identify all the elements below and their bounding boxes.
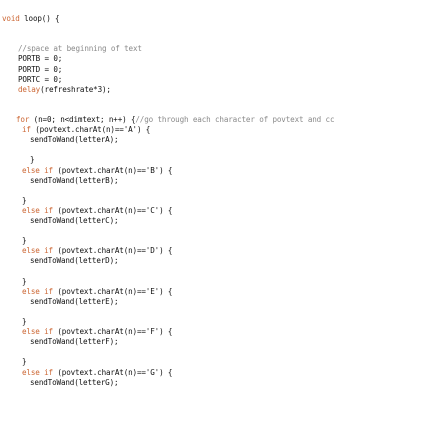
code-text: } xyxy=(22,317,27,326)
code-line: sendToWand(letterD); xyxy=(30,256,119,266)
code-text: } xyxy=(22,357,27,367)
code-line: else if (povtext.charAt(n)=='F') { xyxy=(22,327,172,336)
code-text: } xyxy=(22,236,27,246)
code-line: sendToWand(letterB); xyxy=(30,175,119,185)
code-text: sendToWand(letterG); xyxy=(30,377,119,387)
code-keyword: void xyxy=(2,14,20,23)
code-line: sendToWand(letterC); xyxy=(30,216,119,225)
code-text: sendToWand(letterC); xyxy=(30,216,119,225)
code-text: loop() { xyxy=(19,14,60,23)
code-comment: //go through each character of povtext a… xyxy=(135,115,335,124)
code-comment: //space at beginning of text xyxy=(18,44,142,54)
code-text: sendToWand(letterD); xyxy=(30,256,119,266)
code-keyword: for xyxy=(16,115,30,124)
code-text: PORTC = 0; xyxy=(18,74,63,84)
code-text: sendToWand(letterE); xyxy=(30,296,119,306)
code-line: } xyxy=(22,236,27,246)
code-line: } xyxy=(22,317,27,326)
code-line: else if (povtext.charAt(n)=='D') { xyxy=(22,246,172,255)
code-keyword: delay xyxy=(18,84,41,94)
code-text: (n=0; n<dimtext; n++) { xyxy=(29,115,136,124)
code-line: sendToWand(letterG); xyxy=(30,377,119,387)
code-line: sendToWand(letterF); xyxy=(30,337,119,347)
code-line: PORTB = 0; xyxy=(18,54,62,63)
code-line: else if (povtext.charAt(n)=='B') { xyxy=(22,166,172,175)
code-text: sendToWand(letterB); xyxy=(30,175,119,185)
code-line: sendToWand(letterE); xyxy=(30,296,119,306)
code-keyword: else if xyxy=(22,286,53,296)
code-text: } xyxy=(22,276,27,286)
code-text: (povtext.charAt(n)=='E') { xyxy=(52,286,173,296)
code-keyword: else if xyxy=(22,367,53,377)
code-line: } xyxy=(22,357,27,367)
code-text: (povtext.charAt(n)=='G') { xyxy=(52,367,173,377)
code-line: PORTC = 0; xyxy=(18,75,62,84)
code-text: (povtext.charAt(n)=='D') { xyxy=(52,246,173,256)
code-text: } xyxy=(30,155,35,165)
code-line: } xyxy=(30,155,35,165)
code-keyword: else if xyxy=(22,246,53,256)
code-line: void loop() { xyxy=(2,14,60,23)
code-line: else if (povtext.charAt(n)=='G') { xyxy=(22,368,172,377)
code-line: sendToWand(letterA); xyxy=(30,135,119,145)
code-keyword: else if xyxy=(22,327,53,337)
code-text: sendToWand(letterF); xyxy=(30,337,119,347)
code-line: //space at beginning of text xyxy=(18,44,142,53)
code-text: PORTB = 0; xyxy=(18,54,63,64)
code-text: (povtext.charAt(n)=='F') { xyxy=(52,327,173,337)
code-line: PORTD = 0; xyxy=(18,65,62,74)
code-text: (povtext.charAt(n)=='C') { xyxy=(52,205,173,215)
code-line: if (povtext.charAt(n)=='A') { xyxy=(22,125,150,134)
code-text: (refreshrate*3); xyxy=(40,84,111,94)
code-line: } xyxy=(22,195,27,205)
code-text: sendToWand(letterA); xyxy=(30,135,119,145)
code-keyword: else if xyxy=(22,205,53,215)
code-text: } xyxy=(22,195,27,205)
code-line: else if (povtext.charAt(n)=='E') { xyxy=(22,287,172,296)
code-line: for (n=0; n<dimtext; n++) {//go through … xyxy=(16,115,335,124)
code-line: else if (povtext.charAt(n)=='C') { xyxy=(22,206,172,215)
code-line: } xyxy=(22,276,27,286)
code-text: PORTD = 0; xyxy=(18,64,63,74)
code-keyword: else if xyxy=(22,165,53,175)
code-line: delay(refreshrate*3); xyxy=(18,85,111,94)
code-text: (povtext.charAt(n)=='A') { xyxy=(30,125,151,135)
code-text: (povtext.charAt(n)=='B') { xyxy=(52,165,173,175)
code-keyword: if xyxy=(22,125,31,135)
